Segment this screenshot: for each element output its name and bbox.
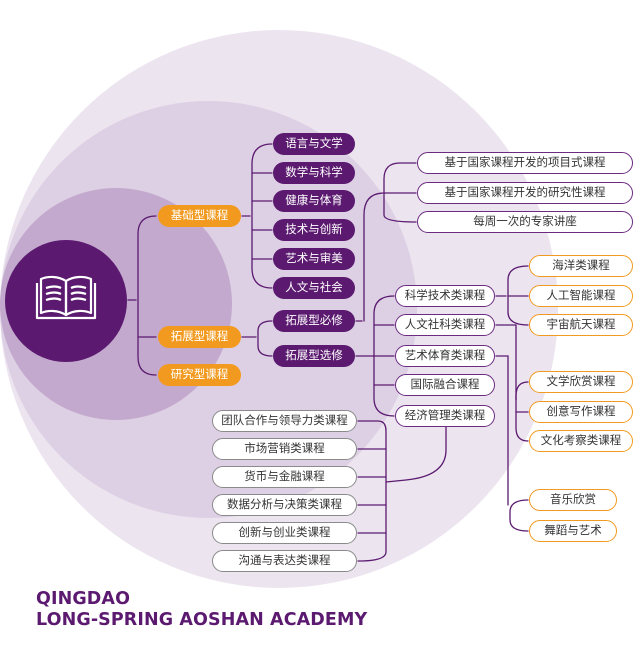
subject-language-literature: 语言与文学 xyxy=(273,133,355,155)
tier-research: 研究型课程 xyxy=(158,364,241,386)
subject-math-science: 数学与科学 xyxy=(273,162,355,184)
course-teamwork-leadership: 团队合作与领导力类课程 xyxy=(212,410,357,432)
course-cultural-study: 文化考察类课程 xyxy=(529,430,633,452)
course-ai: 人工智能课程 xyxy=(529,285,633,307)
open-book-icon xyxy=(35,275,97,320)
elective-humanities: 人文社科类课程 xyxy=(395,314,495,336)
course-aerospace: 宇宙航天课程 xyxy=(529,314,633,336)
course-dance-art: 舞蹈与艺术 xyxy=(529,520,617,542)
required-expert-lecture: 每周一次的专家讲座 xyxy=(417,211,633,233)
required-research-course: 基于国家课程开发的研究性课程 xyxy=(417,182,633,204)
extension-elective: 拓展型选修 xyxy=(273,345,355,367)
course-entrepreneurship: 创新与创业类课程 xyxy=(212,522,357,544)
subject-health-pe: 健康与体育 xyxy=(273,190,355,212)
elective-economics: 经济管理类课程 xyxy=(395,405,495,427)
course-communication: 沟通与表达类课程 xyxy=(212,550,357,572)
tier-foundation: 基础型课程 xyxy=(158,205,241,227)
elective-arts-sports: 艺术体育类课程 xyxy=(395,345,495,367)
subject-tech-innovation: 技术与创新 xyxy=(273,219,355,241)
extension-required: 拓展型必修 xyxy=(273,310,355,332)
course-data-analysis: 数据分析与决策类课程 xyxy=(212,494,357,516)
school-name-line2: LONG-SPRING AOSHAN ACADEMY xyxy=(36,610,368,630)
course-music: 音乐欣赏 xyxy=(529,489,617,511)
elective-international: 国际融合课程 xyxy=(395,374,495,396)
course-finance: 货币与金融课程 xyxy=(212,466,357,488)
required-project-course: 基于国家课程开发的项目式课程 xyxy=(417,152,633,174)
school-name-line1: QINGDAO xyxy=(36,589,131,609)
subject-humanities-society: 人文与社会 xyxy=(273,277,355,299)
elective-science-tech: 科学技术类课程 xyxy=(395,285,495,307)
tier-extension: 拓展型课程 xyxy=(158,326,241,348)
course-ocean: 海洋类课程 xyxy=(529,255,633,277)
course-literature-appreciation: 文学欣赏课程 xyxy=(529,371,633,393)
course-marketing: 市场营销类课程 xyxy=(212,438,357,460)
subject-art-aesthetics: 艺术与审美 xyxy=(273,248,355,270)
course-creative-writing: 创意写作课程 xyxy=(529,401,633,423)
